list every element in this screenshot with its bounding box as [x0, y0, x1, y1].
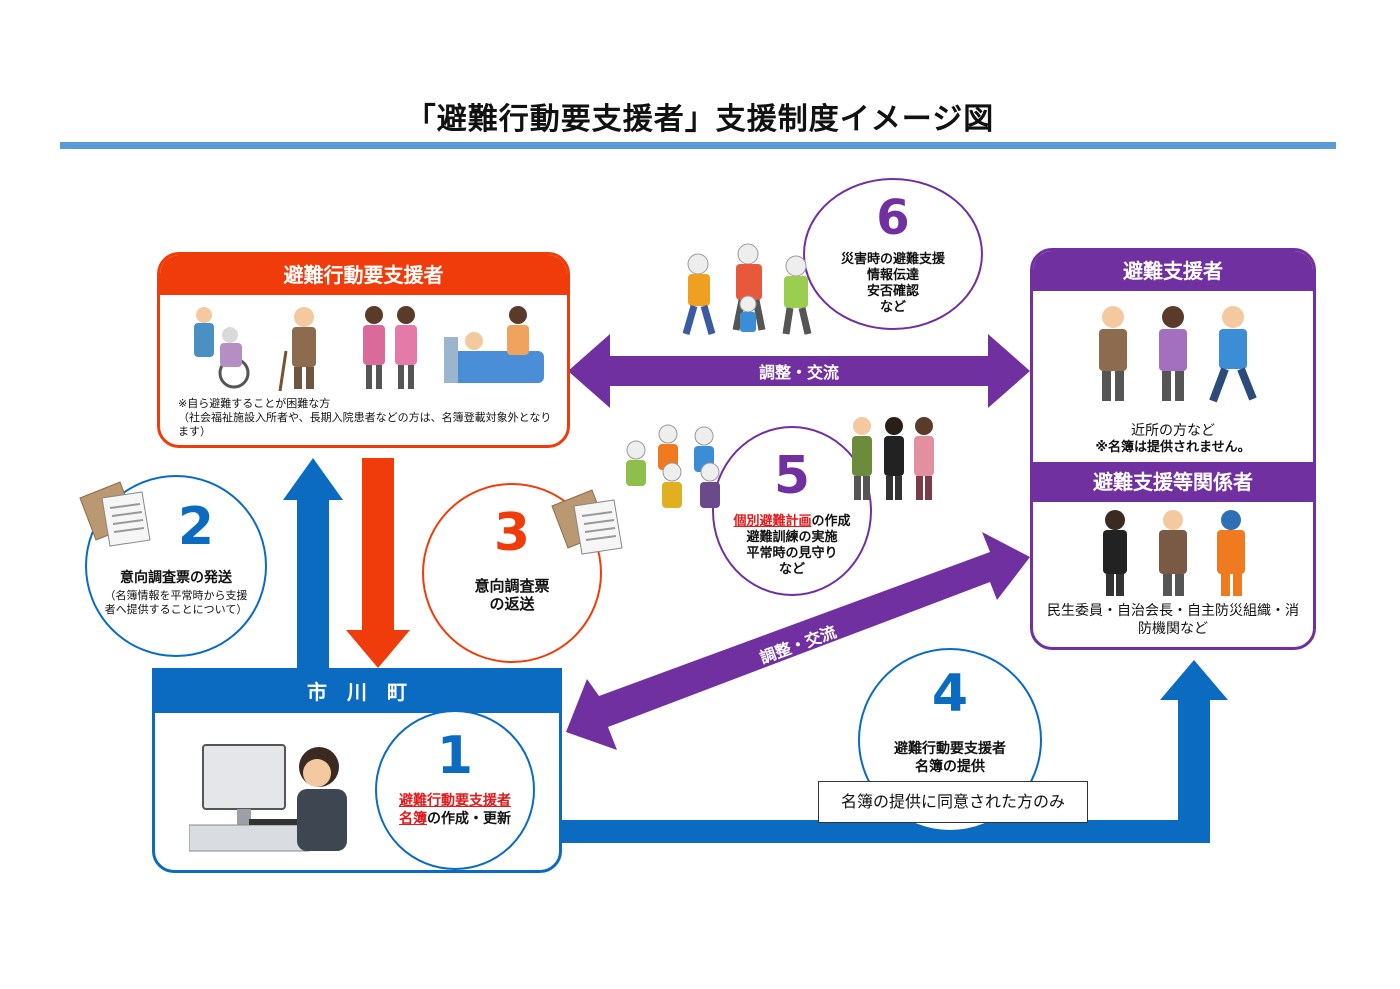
title-divider	[60, 142, 1336, 149]
step-5-line4: など	[778, 562, 805, 577]
purple-horizontal-arrow	[568, 334, 1030, 408]
step-6-line4: など	[879, 300, 906, 315]
elderly-people-icon	[193, 306, 544, 392]
step-3-number: 3	[493, 503, 531, 563]
step-5-line2: 避難訓練の実施	[746, 530, 838, 545]
step-6-circle: 6 災害時の避難支援 情報伝達 安否確認 など	[803, 178, 983, 330]
requester-box: 避難行動要支援者 ※自ら避難することが困難な方 （社会福祉施設入所者や、長期入院…	[157, 252, 570, 448]
purple-diagonal-arrow	[566, 532, 1030, 750]
office-worker-computer-icon	[189, 744, 347, 852]
requester-note1: ※自ら避難することが困難な方	[178, 397, 331, 410]
blue-up-arrow-left	[283, 458, 343, 668]
step-6-line3: 安否確認	[866, 284, 919, 299]
step-6-line2: 情報伝達	[866, 268, 919, 283]
requester-header: 避難行動要支援者	[160, 255, 567, 295]
evacuation-group-icon	[682, 243, 812, 335]
step-4-number: 4	[931, 664, 969, 724]
step-3-line1: 意向調査票	[474, 577, 550, 595]
step-5-line3: 平常時の見守り	[746, 546, 838, 561]
orange-down-arrow	[346, 458, 410, 668]
step-5-red-text: 個別避難計画	[733, 514, 812, 529]
related-parties-header: 避難支援等関係者	[1033, 462, 1313, 502]
step-1-text: 避難行動要支援者名簿の作成・更新	[395, 792, 515, 828]
step-2-text: 意向調査票の発送	[120, 570, 232, 586]
evacuation-drill-crowd-icon	[626, 424, 720, 508]
document-envelope-icon-return	[551, 489, 623, 555]
supporters-header: 避難支援者	[1033, 251, 1313, 291]
step-4-line1: 避難行動要支援者	[894, 741, 1006, 757]
step-6-number: 6	[876, 190, 910, 246]
step-2-circle: 2 意向調査票の発送 （名簿情報を平常時から支援者へ提供することについて）	[85, 475, 267, 657]
step-5-number: 5	[773, 446, 811, 506]
supporters-box: 避難支援者 近所の方など ※名簿は提供されません。 避難支援等関係者 民生委員・…	[1030, 248, 1316, 650]
officials-icon	[1103, 510, 1245, 596]
neighbors-icon	[1099, 306, 1257, 403]
step-4-line2: 名簿の提供	[915, 759, 985, 775]
step-1-red-text: 避難行動要支援者名簿	[399, 793, 511, 827]
arrow-label-top: 調整・交流	[759, 363, 839, 382]
related-parties-caption: 民生委員・自治会長・自主防災組織・消防機関など	[1047, 603, 1299, 637]
supporters-caption1: 近所の方など	[1131, 423, 1215, 439]
blue-l-arrow	[556, 660, 1228, 843]
town-header: 市 川 町	[155, 671, 559, 713]
requester-illustrations	[160, 301, 567, 393]
document-envelope-icon	[79, 481, 151, 547]
neighbors-illustration	[1033, 301, 1313, 411]
related-parties-illustration	[1033, 508, 1313, 602]
page-title: 「避難行動要支援者」支援制度イメージ図	[405, 102, 995, 137]
step-2-number: 2	[177, 497, 215, 557]
community-members-icon	[852, 417, 934, 500]
step-1-text-rest: の作成・更新	[427, 811, 511, 827]
requester-note2: （社会福祉施設入所者や、長期入院患者などの方は、名簿登載対象外となります）	[178, 411, 552, 438]
supporters-caption2: ※名簿は提供されません。	[1095, 440, 1251, 455]
step-6-line1: 災害時の避難支援	[840, 252, 945, 267]
step-5-line1: の作成	[811, 514, 851, 529]
step-5-circle: 5 個別避難計画の作成 避難訓練の実施 平常時の見守り など	[712, 426, 872, 596]
step-1-circle: 1 避難行動要支援者名簿の作成・更新	[375, 710, 535, 870]
step-5-text: 個別避難計画の作成	[714, 514, 870, 530]
step-1-number: 1	[436, 726, 474, 786]
step-2-subtext: （名簿情報を平常時から支援者へ提供することについて）	[104, 589, 248, 616]
step-3-line2: の返送	[489, 595, 535, 613]
consent-label: 名簿の提供に同意された方のみ	[818, 781, 1088, 823]
